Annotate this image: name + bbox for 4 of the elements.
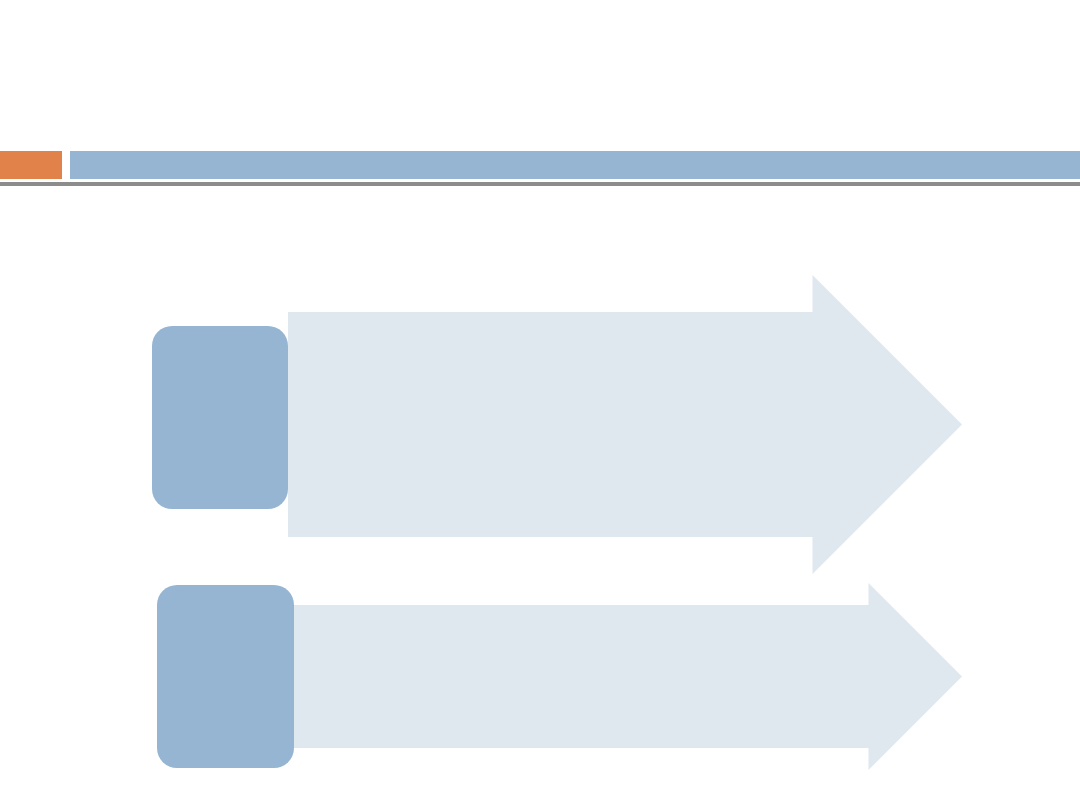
rounded-box — [157, 585, 294, 768]
block-arrow — [294, 583, 962, 770]
block-arrow — [288, 275, 962, 574]
rounded-box — [152, 326, 288, 509]
